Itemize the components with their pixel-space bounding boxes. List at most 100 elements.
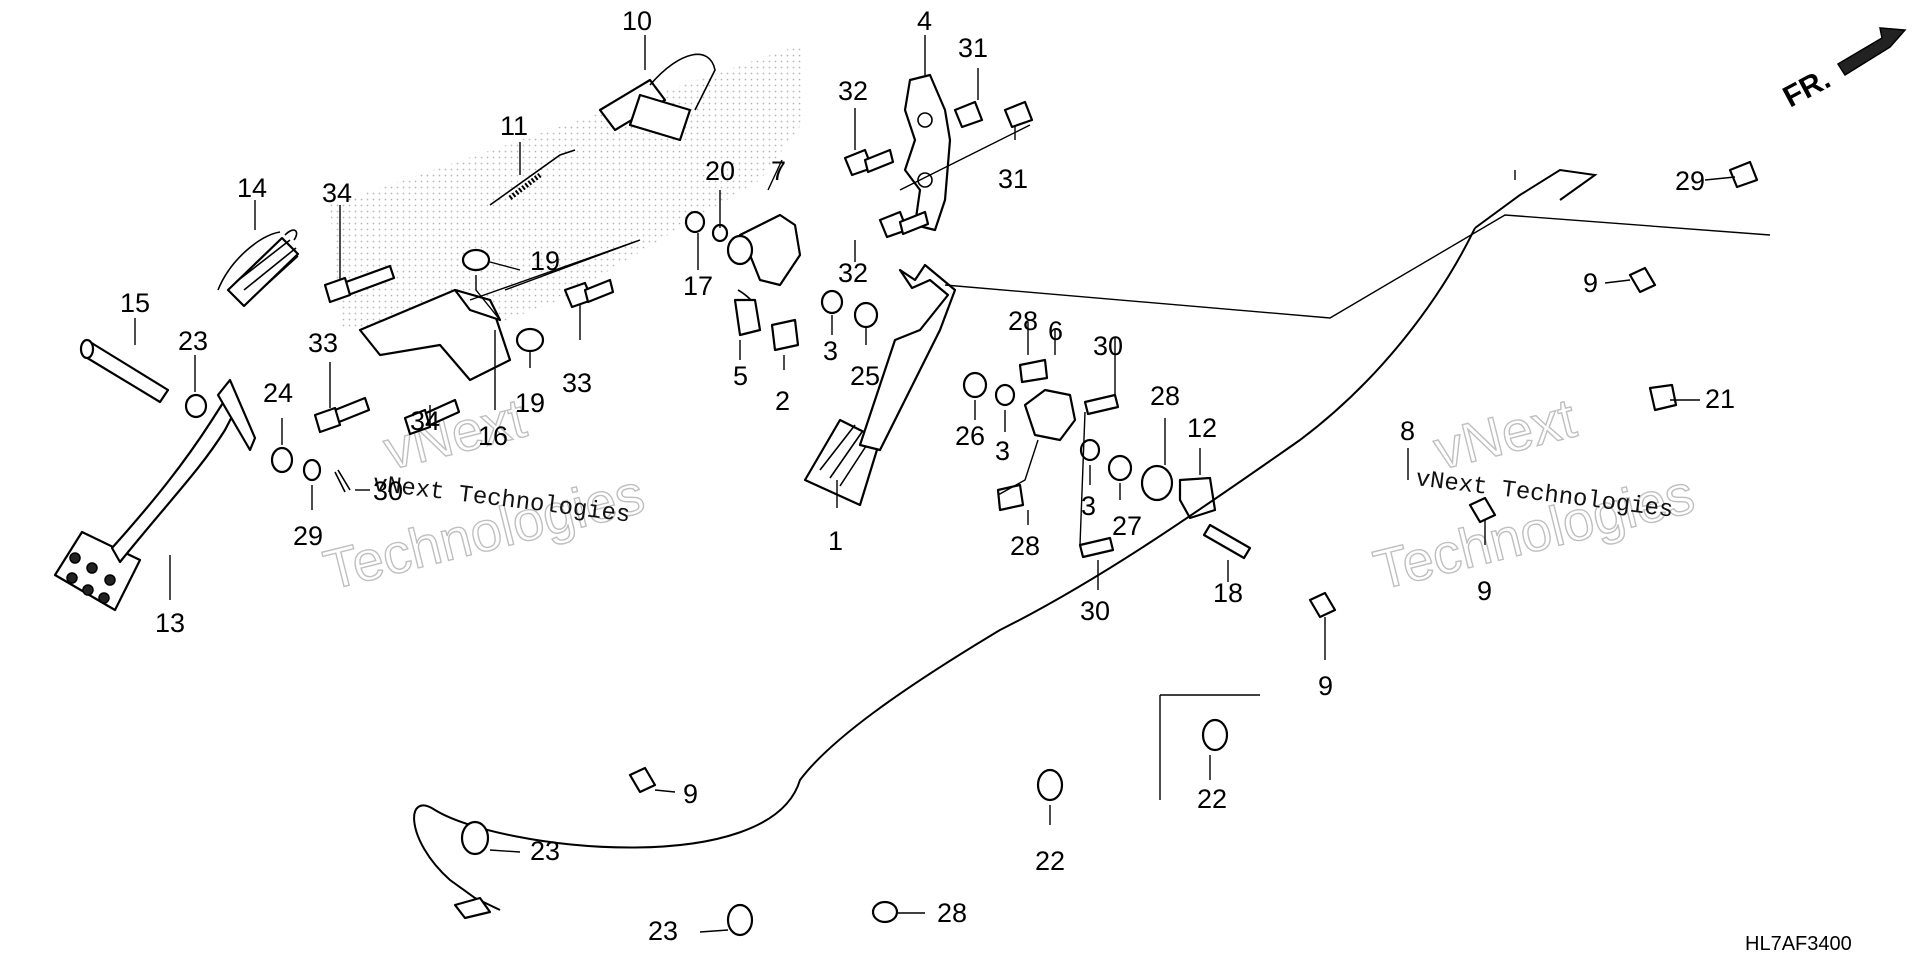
bolt-31b <box>1003 100 1034 129</box>
nut-19b <box>515 327 545 353</box>
pivot-block <box>1023 388 1077 442</box>
clip-9d <box>628 766 657 794</box>
callout-3b: 3 <box>995 436 1010 466</box>
seal-23c <box>1107 454 1133 482</box>
mounting-bracket <box>903 73 952 232</box>
callout-20: 20 <box>705 156 735 186</box>
callout-26: 29 <box>293 521 323 551</box>
watermark-brand-3: vNext <box>1428 386 1583 482</box>
callout-13: 13 <box>155 608 185 638</box>
bolt-32b <box>878 210 930 239</box>
bolt-32a <box>843 148 895 177</box>
callout-9a: 9 <box>1583 268 1598 298</box>
callout-19b: 19 <box>515 388 545 418</box>
reference-line-c <box>469 239 641 301</box>
leader-lines <box>134 35 1736 933</box>
bolt-30a <box>1083 393 1120 416</box>
callout-4: 4 <box>917 6 932 36</box>
callout-10: 10 <box>622 6 652 36</box>
brake-pedal <box>53 378 257 612</box>
callout-16: 16 <box>478 421 508 451</box>
bolt-34a <box>323 264 396 304</box>
seal-23a <box>853 301 879 329</box>
callout-28b: 28 <box>1010 531 1040 561</box>
clip-21e <box>726 903 754 937</box>
cable-holder <box>1178 476 1217 520</box>
control-cable <box>413 227 1476 911</box>
callout-29: 29 <box>1675 166 1705 196</box>
diagram-code: HL7AF3400 <box>1745 933 1852 955</box>
collar-28a <box>1018 358 1049 384</box>
seal-23b <box>962 371 988 399</box>
callout-6: 6 <box>1048 316 1063 346</box>
bolt-18 <box>1202 523 1252 560</box>
washer-26 <box>302 458 322 482</box>
callout-34b: 34 <box>410 406 440 436</box>
bolt-29 <box>1728 160 1759 189</box>
callout-31b: 31 <box>998 164 1028 194</box>
callout-25: 28 <box>937 898 967 928</box>
callout-9b: 9 <box>1477 576 1492 606</box>
callout-2: 2 <box>775 386 790 416</box>
clip-25 <box>871 900 899 924</box>
clip-21b <box>1201 718 1229 752</box>
reference-line-d <box>899 124 1031 191</box>
shaded-area <box>330 45 805 330</box>
pivot-pin <box>79 338 170 404</box>
callout-32b: 32 <box>838 258 868 288</box>
callout-1: 1 <box>828 526 843 556</box>
callout-15: 15 <box>120 288 150 318</box>
bolt-31a <box>953 100 984 129</box>
collar-2 <box>770 318 800 352</box>
accelerator-arm <box>726 213 802 287</box>
callout-32a: 32 <box>838 76 868 106</box>
bushing-17 <box>684 210 706 234</box>
clip-21d <box>460 820 490 856</box>
callout-34a: 34 <box>322 178 352 208</box>
bolt-34b <box>403 398 461 436</box>
reference-line-a <box>944 214 1771 319</box>
clip-9b <box>1468 496 1497 524</box>
callout-3a: 3 <box>823 336 838 366</box>
callout-21d: 23 <box>530 836 560 866</box>
front-direction-arrow-icon: FR. <box>1778 27 1907 114</box>
callout-21e: 23 <box>648 916 678 946</box>
callout-18: 18 <box>1213 578 1243 608</box>
accelerator-pedal <box>803 263 957 507</box>
return-spring <box>217 229 300 308</box>
callout-12: 12 <box>1187 413 1217 443</box>
cable-end <box>1474 168 1598 229</box>
callout-9d: 9 <box>683 779 698 809</box>
front-direction-label: FR. <box>1778 62 1836 114</box>
callout-21c: 22 <box>1035 846 1065 876</box>
clip-9a <box>1628 266 1657 294</box>
callout-23b: 26 <box>955 421 985 451</box>
bolt-33b <box>563 278 615 309</box>
callout-19a: 19 <box>530 246 560 276</box>
callout-23c: 27 <box>1112 511 1142 541</box>
callout-33a: 33 <box>308 328 338 358</box>
bushing-3a <box>820 289 844 315</box>
bolt-33a <box>313 396 371 434</box>
callout-17: 17 <box>683 271 713 301</box>
callout-3c: 3 <box>1081 491 1096 521</box>
o-ring-24 <box>1140 464 1174 502</box>
callout-8: 8 <box>1400 416 1415 446</box>
watermark: vNext Technologies vNext Technologies vN… <box>317 385 1701 602</box>
callout-27: 30 <box>373 476 403 506</box>
callout-21b: 22 <box>1197 784 1227 814</box>
callout-30b: 30 <box>1080 596 1110 626</box>
callout-5: 5 <box>733 361 748 391</box>
bolt-30b <box>1078 536 1115 559</box>
callout-22b: 24 <box>263 378 293 408</box>
clip-9c <box>1308 591 1337 619</box>
bushing-3b <box>994 383 1016 407</box>
nut-19a <box>461 248 491 272</box>
torsion-spring-5 <box>733 298 762 337</box>
cotter-pin-27 <box>334 469 351 493</box>
watermark-brand-2: Technologies <box>318 461 650 601</box>
callout-11: 11 <box>500 111 528 141</box>
callout-30a: 30 <box>1093 331 1123 361</box>
